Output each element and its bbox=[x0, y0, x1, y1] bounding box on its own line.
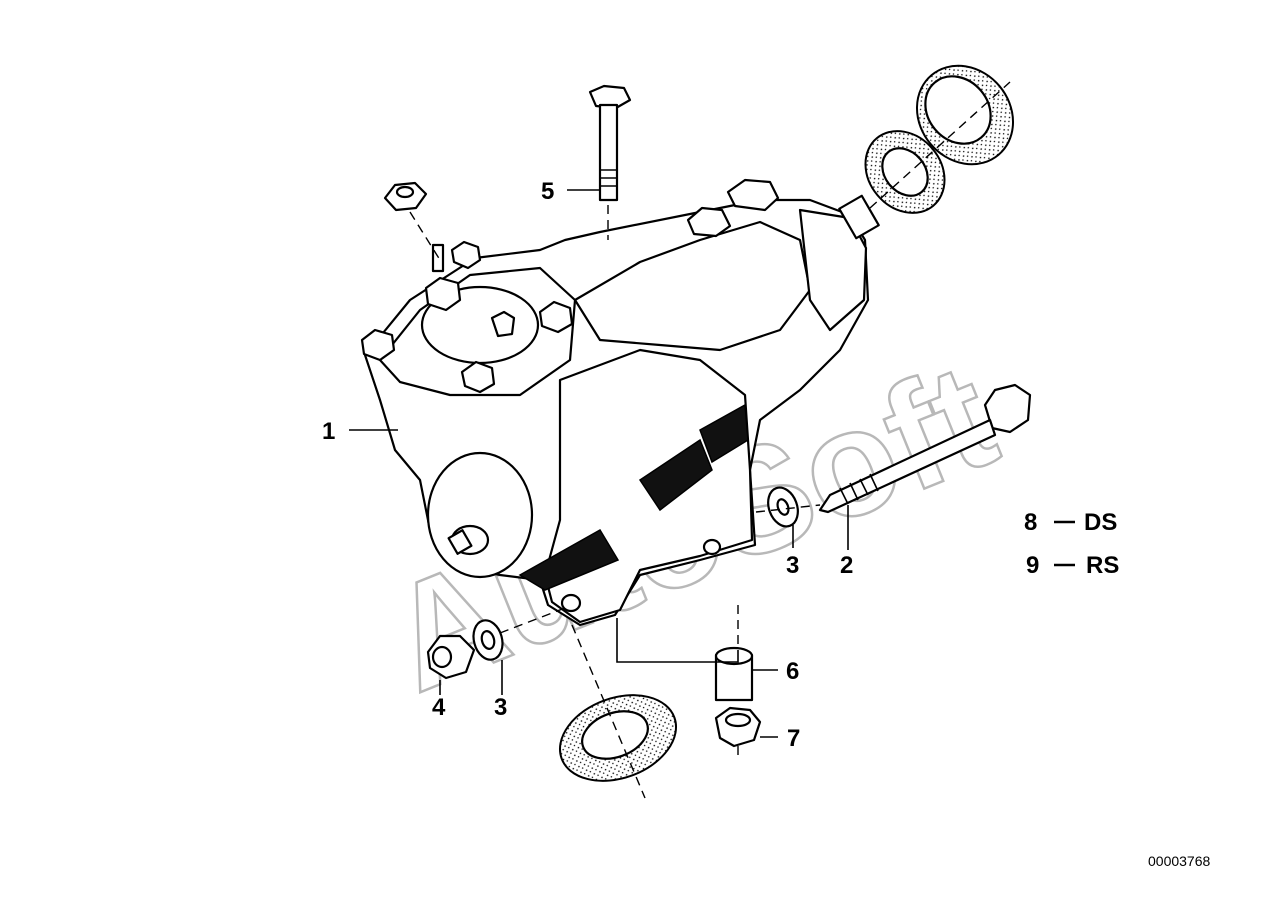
bolt-2 bbox=[818, 383, 1032, 514]
diagram-code: 00003768 bbox=[1148, 853, 1211, 869]
callout-2: 2 bbox=[840, 552, 853, 579]
lower-seal bbox=[558, 694, 678, 782]
bolt-5 bbox=[588, 84, 632, 202]
callout-1: 1 bbox=[322, 418, 335, 445]
nut-4 bbox=[426, 634, 476, 680]
legend: 8 DS 9 RS bbox=[1024, 509, 1119, 579]
input-shaft-dust-cap bbox=[915, 64, 1015, 166]
callout-5: 5 bbox=[541, 178, 554, 205]
nut-7 bbox=[714, 706, 762, 748]
callout-6: 6 bbox=[786, 658, 799, 685]
input-shaft-seal bbox=[864, 130, 946, 214]
legend-8-code: DS bbox=[1084, 509, 1117, 536]
legend-9-number: 9 bbox=[1026, 552, 1039, 579]
callout-4: 4 bbox=[432, 694, 446, 721]
callout-3-left: 3 bbox=[494, 694, 507, 721]
legend-9-code: RS bbox=[1086, 552, 1119, 579]
sleeve-6 bbox=[714, 646, 754, 702]
steering-gear-housing bbox=[360, 178, 880, 627]
callout-7: 7 bbox=[787, 725, 800, 752]
top-nut bbox=[383, 181, 428, 212]
washer-3-right bbox=[767, 486, 799, 528]
washer-3-left bbox=[472, 619, 504, 661]
cover-bolts bbox=[360, 240, 574, 394]
legend-8-number: 8 bbox=[1024, 509, 1037, 536]
callout-3-right: 3 bbox=[786, 552, 799, 579]
